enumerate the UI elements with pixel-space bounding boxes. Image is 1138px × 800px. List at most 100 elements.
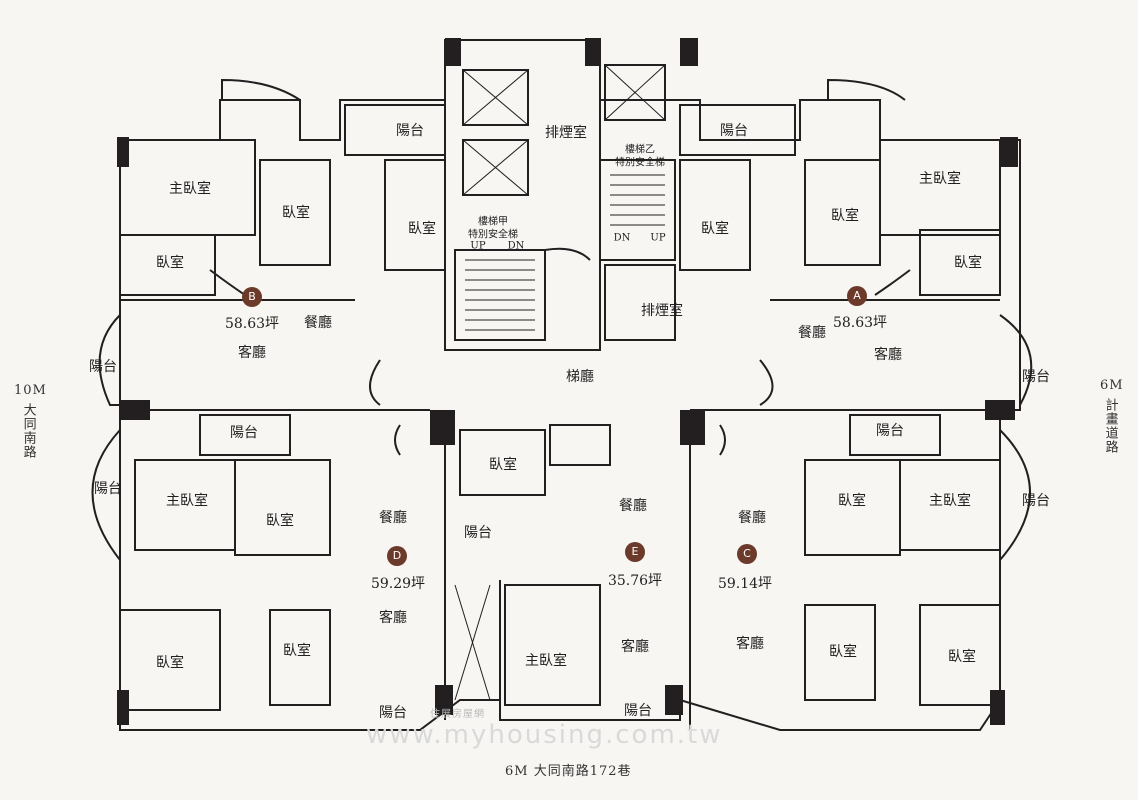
stair-up-label-2: UP — [650, 232, 666, 244]
stair-a-sub: 特別安全梯 — [468, 229, 518, 241]
room-c-bed2 — [919, 604, 1001, 706]
watermark-url: www.myhousing.com.tw — [366, 720, 723, 750]
room-a-bed3 — [679, 159, 751, 271]
room-label-bedroom-c1: 臥室 — [838, 493, 866, 509]
road-left-width: 10M — [14, 383, 47, 398]
room-d-bed2 — [119, 609, 221, 711]
road-bottom: 6M 大同南路172巷 — [505, 764, 632, 779]
room-label-bedroom-b1: 臥室 — [156, 255, 184, 271]
unit-area-d: 59.29坪 — [370, 576, 426, 592]
door-arc-1 — [369, 359, 381, 406]
room-label-living-b: 客廳 — [238, 345, 266, 361]
door-arc-3 — [544, 247, 591, 261]
unit-area-b: 58.63坪 — [224, 316, 280, 332]
road-right-name: 計畫道路 — [1102, 398, 1118, 454]
top-balcony-left — [344, 104, 446, 156]
room-label-balcony-d: 陽台 — [230, 425, 258, 441]
unit-badge-d: D — [387, 546, 407, 566]
stair-b-label: 樓梯乙 — [625, 144, 655, 156]
door-arc-4 — [394, 424, 401, 456]
unit-area-a: 58.63坪 — [832, 315, 888, 331]
column — [680, 38, 698, 66]
room-label-balcony-c: 陽台 — [876, 423, 904, 439]
room-label-smoke-exhaust-2: 排煙室 — [641, 303, 683, 319]
room-label-balcony-b: 陽台 — [396, 123, 424, 139]
unit-badge-e: E — [625, 542, 645, 562]
elevator-3 — [604, 64, 666, 121]
room-e-bath — [549, 424, 611, 466]
room-label-balcony-a: 陽台 — [720, 123, 748, 139]
left-balcony-top — [98, 314, 121, 406]
room-label-bedroom-c2: 臥室 — [948, 649, 976, 665]
unit-badge-b: B — [242, 287, 262, 307]
room-label-balcony-right: 陽台 — [1022, 369, 1050, 385]
column — [120, 400, 150, 420]
column — [445, 38, 461, 66]
column — [665, 685, 683, 715]
room-label-balcony-e: 陽台 — [624, 703, 652, 719]
room-label-dining-d: 餐廳 — [379, 510, 407, 526]
room-label-dining-c: 餐廳 — [738, 510, 766, 526]
room-label-bedroom-a1: 臥室 — [954, 255, 982, 271]
bath-niche-right — [827, 78, 906, 101]
column — [117, 690, 129, 725]
room-label-bedroom-e: 臥室 — [489, 457, 517, 473]
unit-badge-c: C — [737, 544, 757, 564]
room-d-bed3 — [269, 609, 331, 706]
elevator-1 — [462, 69, 529, 126]
room-label-master-bedroom-c: 主臥室 — [929, 493, 971, 509]
unit-area-c: 59.14坪 — [717, 576, 773, 592]
column — [435, 685, 453, 715]
column — [985, 400, 1015, 420]
room-label-lobby: 梯廳 — [566, 369, 594, 385]
stair-up-label: UP — [470, 240, 486, 252]
room-a-bed2 — [804, 159, 881, 266]
room-label-smoke-exhaust: 排煙室 — [545, 125, 587, 141]
room-c-bed3 — [804, 604, 876, 701]
room-label-bedroom-d1: 臥室 — [266, 513, 294, 529]
room-c-balcony — [849, 414, 941, 456]
room-label-balcony-d-bottom: 陽台 — [379, 705, 407, 721]
room-label-bedroom-a3: 臥室 — [701, 221, 729, 237]
column — [585, 38, 601, 66]
room-e-bed — [459, 429, 546, 496]
column — [990, 690, 1005, 725]
room-b-bed2 — [259, 159, 331, 266]
room-label-balcony-d-side: 陽台 — [94, 481, 122, 497]
column — [680, 410, 705, 445]
right-balcony-bottom — [999, 429, 1031, 561]
room-e-master — [504, 584, 601, 706]
column — [1000, 137, 1018, 167]
room-b-bed3 — [384, 159, 446, 271]
room-label-bedroom-d3: 臥室 — [283, 643, 311, 659]
smoke-room-b — [604, 264, 676, 341]
room-c-bed1 — [804, 459, 901, 556]
road-right-width: 6M — [1100, 378, 1124, 393]
room-a-bed1 — [919, 229, 1001, 296]
room-label-dining-e: 餐廳 — [619, 498, 647, 514]
room-label-master-bedroom-b: 主臥室 — [169, 181, 211, 197]
room-d-balcony — [199, 414, 291, 456]
column — [430, 410, 455, 445]
top-balcony-right — [679, 104, 796, 156]
door-arc-2 — [759, 359, 774, 406]
room-label-balcony-left: 陽台 — [89, 359, 117, 375]
room-label-living-e: 客廳 — [621, 639, 649, 655]
room-label-living-c: 客廳 — [736, 636, 764, 652]
room-label-dining-b: 餐廳 — [304, 315, 332, 331]
bath-niche-left — [221, 78, 301, 101]
stair-a-label: 樓梯甲 — [478, 216, 508, 228]
room-label-balcony-e-side: 陽台 — [464, 525, 492, 541]
room-label-bedroom-c3: 臥室 — [829, 644, 857, 660]
room-d-bed1 — [234, 459, 331, 556]
room-label-bedroom-d2: 臥室 — [156, 655, 184, 671]
stair-a-box — [454, 249, 546, 341]
stair-dn-label-2: DN — [613, 232, 631, 244]
room-label-bedroom-a2: 臥室 — [831, 208, 859, 224]
room-b-bed1 — [119, 234, 216, 296]
room-label-master-bedroom-d: 主臥室 — [166, 493, 208, 509]
right-balcony-top — [999, 314, 1033, 406]
watermark-logo: 住展房屋網 — [430, 709, 485, 720]
left-balcony-bottom — [91, 429, 121, 561]
